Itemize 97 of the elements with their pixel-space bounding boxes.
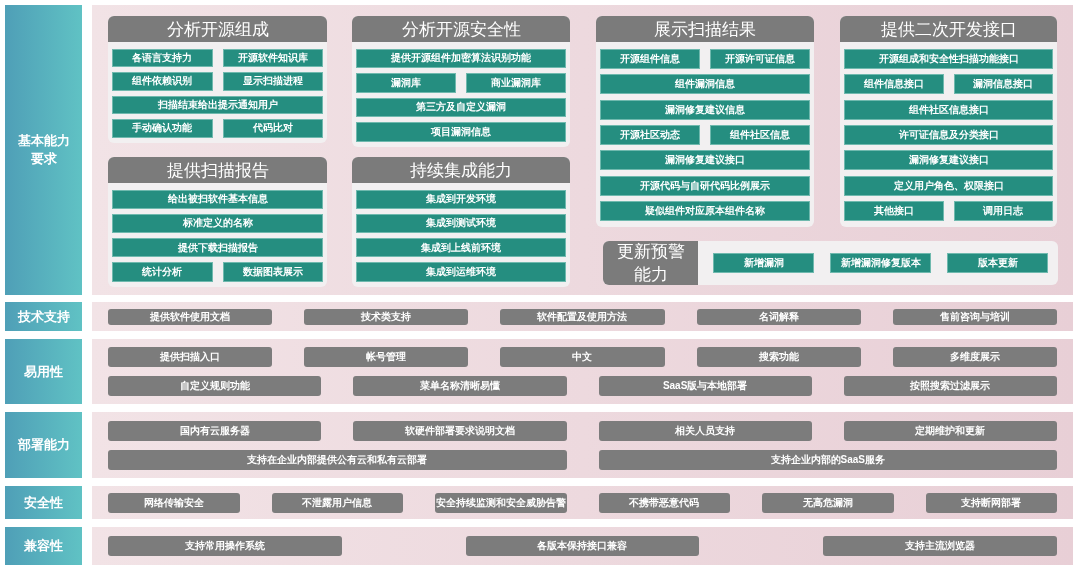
capability-tag: 版本更新 [947,253,1048,273]
requirement-tag: 搜索功能 [696,347,861,368]
requirement-tag: 自定义规则功能 [108,375,322,396]
capability-tag: 新增漏洞修复版本 [830,253,931,273]
capability-tag: 漏洞修复建议接口 [600,150,810,171]
capability-card [352,16,570,147]
capability-card [352,157,570,287]
category-label: 基本能力要求 [5,5,82,295]
capability-card [108,157,327,287]
requirement-tag: 相关人员支持 [598,420,812,441]
requirement-tag: 支持企业内部的SaaS服务 [598,449,1057,470]
capability-tag: 组件信息接口 [844,74,944,95]
capability-tag: 代码比对 [222,119,323,138]
capability-tag: 开源代码与自研代码比例展示 [600,175,810,196]
category-band [92,527,1073,565]
requirement-tag: 支持在企业内部提供公有云和私有云部署 [108,449,567,470]
capability-tag: 开源组件信息 [600,48,700,69]
requirement-tag: SaaS版与本地部署 [598,375,812,396]
requirement-tag: 网络传输安全 [108,492,240,513]
capability-tag: 定义用户角色、权限接口 [844,175,1053,196]
capability-tag: 显示扫描进程 [222,72,323,91]
capability-tag: 给出被扫软件基本信息 [112,189,323,209]
capability-tag: 项目漏洞信息 [356,122,566,142]
capability-tag: 第三方及自定义漏洞 [356,97,566,117]
capability-tag: 漏洞库 [356,73,456,93]
capability-tag: 组件社区信息接口 [844,99,1053,120]
capability-tag: 各语言支持力 [112,48,213,67]
capability-tag: 提供开源组件加密算法识别功能 [356,48,566,68]
capability-card [603,241,1058,285]
requirement-tag: 软件配置及使用方法 [500,308,665,325]
capability-tag: 集成到开发环境 [356,189,566,209]
requirement-tag: 无高危漏洞 [762,492,894,513]
capability-tag: 商业漏洞库 [466,73,566,93]
capability-card [596,16,814,227]
requirement-tag: 国内有云服务器 [108,420,322,441]
requirement-tag: 各版本保持接口兼容 [465,536,700,556]
capability-tag: 开源许可证信息 [710,48,810,69]
card-heading: 分析开源安全性 [352,16,570,42]
requirement-tag: 名词解释 [696,308,861,325]
category-band [92,302,1073,331]
requirement-tag: 定期维护和更新 [843,420,1057,441]
capability-tag: 组件依赖识别 [112,72,213,91]
capability-tag: 漏洞信息接口 [953,74,1053,95]
capability-tag: 标准定义的名称 [112,213,323,233]
requirement-tag: 多维度展示 [892,347,1057,368]
capability-card [840,16,1057,227]
card-heading: 展示扫描结果 [596,16,814,42]
capability-tag: 组件漏洞信息 [600,74,810,95]
capability-tag: 新增漏洞 [713,253,814,273]
capability-tag: 组件社区信息 [710,125,810,145]
requirement-tag: 不携带恶意代码 [598,492,730,513]
category-label: 易用性 [5,339,82,404]
category-label: 技术支持 [5,302,82,331]
capability-tag: 许可证信息及分类接口 [844,125,1053,145]
capability-tag: 开源组成和安全性扫描功能接口 [844,48,1053,69]
capability-tag: 手动确认功能 [112,119,213,138]
capability-tag: 数据图表展示 [222,262,323,282]
card-heading: 持续集成能力 [352,157,570,183]
capability-tag: 漏洞修复建议信息 [600,99,810,120]
requirement-tag: 不泄露用户信息 [271,492,403,513]
capability-tag: 集成到测试环境 [356,213,566,233]
requirement-tag: 安全持续监测和安全威胁告警 [435,492,567,513]
category-band [92,339,1073,404]
capability-card [108,16,327,143]
category-label: 部署能力 [5,412,82,478]
card-heading: 提供二次开发接口 [840,16,1057,42]
category-label: 兼容性 [5,527,82,565]
capability-tag: 其他接口 [844,201,944,222]
requirement-tag: 支持常用操作系统 [108,536,342,556]
capability-tag: 开源软件知识库 [222,48,323,67]
capability-tag: 漏洞修复建议接口 [844,150,1053,171]
requirement-tag: 提供扫描入口 [108,347,273,368]
requirement-tag: 支持主流浏览器 [823,536,1057,556]
requirement-tag: 菜单名称清晰易懂 [353,375,567,396]
category-label: 安全性 [5,486,82,519]
capability-tag: 调用日志 [953,201,1053,222]
requirement-tag: 按照搜索过滤展示 [843,375,1057,396]
capability-tag: 扫描结束给出提示通知用户 [112,95,323,114]
card-heading: 分析开源组成 [108,16,327,42]
category-band [92,412,1073,478]
capability-tag: 集成到运维环境 [356,262,566,282]
category-band [92,486,1073,519]
capability-tag: 提供下载扫描报告 [112,238,323,258]
capability-tag: 集成到上线前环境 [356,238,566,258]
category-band [92,5,1073,295]
requirement-tag: 技术类支持 [304,308,469,325]
requirement-tag: 软硬件部署要求说明文档 [353,420,567,441]
capability-tag: 统计分析 [112,262,213,282]
requirement-tag: 帐号管理 [304,347,469,368]
capability-tag: 开源社区动态 [600,125,700,145]
capability-tag: 疑似组件对应原本组件名称 [600,201,810,222]
requirement-tag: 支持断网部署 [925,492,1057,513]
card-heading: 更新预警能力 [603,241,698,285]
card-heading: 提供扫描报告 [108,157,327,183]
requirement-tag: 中文 [500,347,665,368]
requirement-tag: 售前咨询与培训 [892,308,1057,325]
requirement-tag: 提供软件使用文档 [108,308,273,325]
